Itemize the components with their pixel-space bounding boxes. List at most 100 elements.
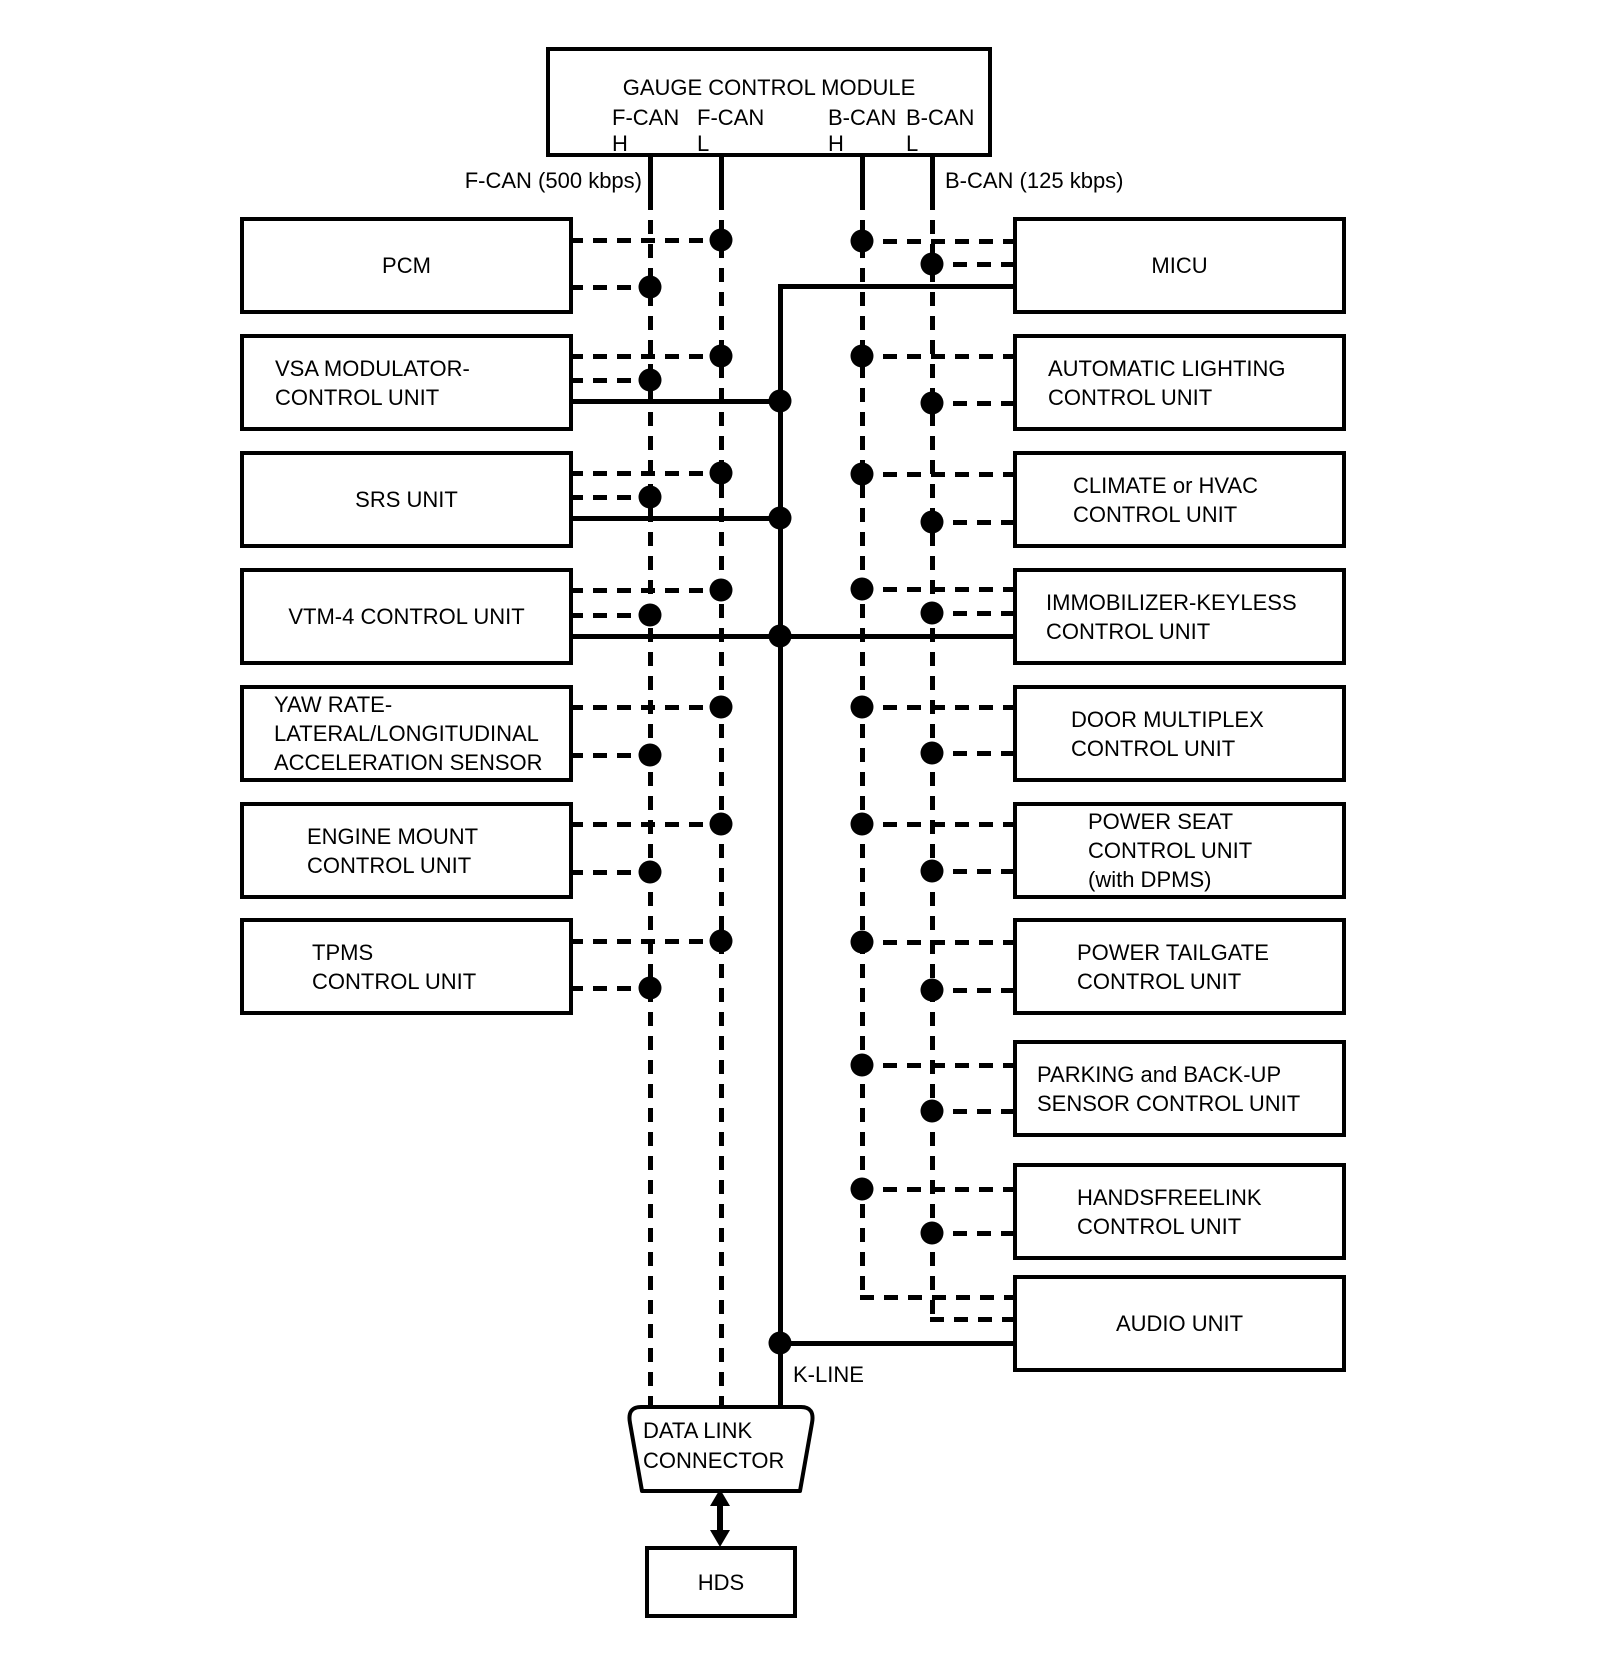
climate-bcan-h-stub	[859, 472, 1013, 477]
unit-label: VSA MODULATOR- CONTROL UNIT	[275, 355, 470, 410]
unit-box-tpms: TPMS CONTROL UNIT	[240, 918, 573, 1015]
junction-dot	[920, 1221, 944, 1245]
unit-label: YAW RATE- LATERAL/LONGITUDINAL ACCELERAT…	[274, 692, 543, 775]
unit-label: PARKING and BACK-UP SENSOR CONTROL UNIT	[1037, 1061, 1301, 1116]
unit-box-handsfreelink: HANDSFREELINK CONTROL UNIT	[1013, 1163, 1346, 1260]
bcan-h-audio-elbow	[860, 1295, 1013, 1300]
vtm4-fcan-l-stub	[569, 588, 724, 593]
junction-dot	[850, 1177, 874, 1201]
unit-box-door-multiplex: DOOR MULTIPLEX CONTROL UNIT	[1013, 685, 1346, 782]
vsa-fcan-l-stub	[569, 354, 724, 359]
pin-bcan-h-bus: B-CAN	[828, 105, 897, 130]
junction-dot	[850, 1053, 874, 1077]
junction-dot	[709, 929, 733, 953]
unit-box-srs: SRS UNIT	[240, 451, 573, 548]
junction-dot	[638, 368, 662, 392]
junction-dot	[850, 577, 874, 601]
kline-bus-line	[778, 286, 783, 1407]
bcan-l-audio-elbow	[930, 1317, 1013, 1322]
junction-dot	[850, 695, 874, 719]
unit-box-vsa-modulator: VSA MODULATOR- CONTROL UNIT	[240, 334, 573, 431]
junction-dot	[638, 275, 662, 299]
unit-label: IMMOBILIZER-KEYLESS CONTROL UNIT	[1046, 589, 1297, 644]
unit-label: MICU	[1151, 253, 1208, 278]
immobilizer-bcan-h-stub	[859, 587, 1013, 592]
unit-box-climate-hvac: CLIMATE or HVAC CONTROL UNIT	[1013, 451, 1346, 548]
junction-dot	[638, 860, 662, 884]
unit-label: PCM	[382, 253, 431, 278]
fcan-bus-label: F-CAN (500 kbps)	[464, 168, 642, 193]
micu-bcan-l-stub	[929, 262, 1013, 267]
handsfreelink-bcan-l-stub	[929, 1231, 1013, 1236]
door-multiplex-bcan-l-stub	[929, 751, 1013, 756]
fcan-l-bus-line	[719, 196, 724, 1407]
unit-label: AUDIO UNIT	[1115, 1311, 1244, 1336]
immobilizer-bcan-l-stub	[929, 611, 1013, 616]
unit-label: CLIMATE or HVAC CONTROL UNIT	[1073, 472, 1258, 527]
unit-label: ENGINE MOUNT CONTROL UNIT	[307, 823, 479, 878]
auto-lighting-bcan-h-stub	[859, 354, 1013, 359]
junction-dot	[768, 506, 792, 530]
data-link-connector-shape	[627, 1405, 815, 1493]
junction-dot	[920, 859, 944, 883]
engine-mount-fcan-h-stub	[569, 870, 653, 875]
bcan-h-bus-line	[860, 196, 865, 1300]
power-seat-bcan-l-stub	[929, 869, 1013, 874]
unit-box-hds: HDS	[645, 1546, 797, 1618]
unit-label: HANDSFREELINK CONTROL UNIT	[1077, 1184, 1262, 1239]
unit-label: POWER SEAT CONTROL UNIT (with DPMS)	[1088, 809, 1253, 892]
unit-label: VTM-4 CONTROL UNIT	[288, 604, 525, 629]
auto-lighting-bcan-l-stub	[929, 401, 1013, 406]
yaw-fcan-l-stub	[569, 705, 724, 710]
handsfreelink-bcan-h-stub	[859, 1187, 1013, 1192]
fcan-h-stub	[648, 157, 653, 196]
junction-dot	[709, 461, 733, 485]
tpms-fcan-h-stub	[569, 986, 653, 991]
data-link-connector-label: DATA LINK CONNECTOR	[643, 1418, 785, 1473]
unit-box-yaw-rate-sensor: YAW RATE- LATERAL/LONGITUDINAL ACCELERAT…	[240, 685, 573, 782]
climate-bcan-l-stub	[929, 520, 1013, 525]
unit-label: DOOR MULTIPLEX CONTROL UNIT	[1071, 706, 1264, 761]
junction-dot	[768, 389, 792, 413]
junction-dot	[920, 741, 944, 765]
junction-dot	[920, 510, 944, 534]
unit-box-micu: MICU	[1013, 217, 1346, 314]
junction-dot	[850, 812, 874, 836]
junction-dot	[709, 228, 733, 252]
unit-label: HDS	[697, 1569, 745, 1595]
pcm-fcan-h-stub	[569, 285, 653, 290]
unit-label: TPMS CONTROL UNIT	[312, 939, 477, 994]
pin-bcan-l-wire: L	[906, 131, 919, 156]
junction-dot	[920, 601, 944, 625]
kline-micu-link	[778, 284, 1013, 289]
pin-fcan-h-bus: F-CAN	[612, 105, 680, 130]
bidirectional-arrow-icon	[710, 1489, 730, 1547]
junction-dot	[768, 1331, 792, 1355]
junction-dot	[850, 344, 874, 368]
power-tailgate-bcan-l-stub	[929, 988, 1013, 993]
bcan-h-stub	[860, 157, 865, 196]
pin-fcan-l-bus: F-CAN	[697, 105, 765, 130]
fcan-h-bus-line	[648, 196, 653, 1407]
fcan-l-stub	[719, 157, 724, 196]
unit-box-audio: AUDIO UNIT	[1013, 1275, 1346, 1372]
unit-box-parking-backup-sensor: PARKING and BACK-UP SENSOR CONTROL UNIT	[1013, 1040, 1346, 1137]
vsa-fcan-h-stub	[569, 378, 653, 383]
unit-box-automatic-lighting: AUTOMATIC LIGHTING CONTROL UNIT	[1013, 334, 1346, 431]
srs-fcan-h-stub	[569, 495, 653, 500]
junction-dot	[638, 485, 662, 509]
unit-box-pcm: PCM	[240, 217, 573, 314]
pcm-fcan-l-stub	[569, 238, 724, 243]
unit-label: SRS UNIT	[355, 487, 458, 512]
unit-box-power-tailgate: POWER TAILGATE CONTROL UNIT	[1013, 918, 1346, 1015]
kline-audio-link	[778, 1341, 1013, 1346]
pin-fcan-l-wire: L	[697, 131, 710, 156]
junction-dot	[850, 462, 874, 486]
kline-srs-link	[569, 516, 783, 521]
junction-dot	[850, 930, 874, 954]
